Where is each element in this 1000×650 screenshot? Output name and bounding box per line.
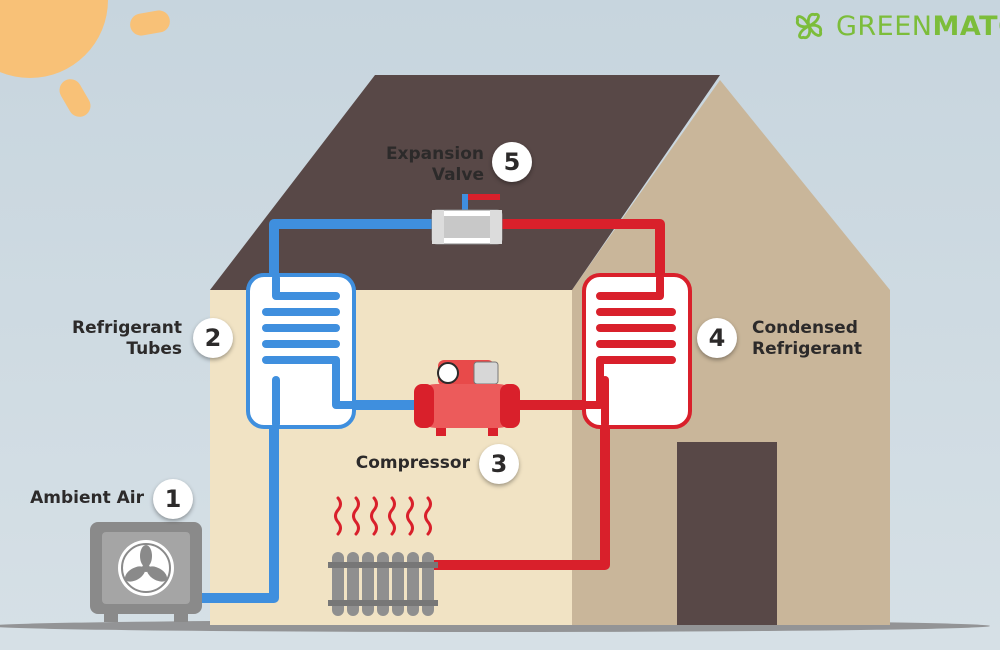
expansion-valve-icon — [431, 194, 503, 245]
heat-waves — [334, 496, 432, 536]
step-5-label: Expansion Valve — [360, 144, 484, 186]
step-1-badge: 1 — [153, 479, 193, 519]
refrigerant-tubes-unit — [246, 273, 356, 429]
cold-refrigerant-pipe — [195, 219, 445, 603]
step-5-badge: 5 — [492, 142, 532, 182]
step-5-label-line2: Valve — [431, 165, 484, 185]
step-2-label: Refrigerant Tubes — [30, 318, 182, 360]
step-1-label: Ambient Air — [30, 488, 144, 508]
radiator-icon — [328, 552, 438, 616]
step-2-badge: 2 — [193, 318, 233, 358]
greenmatch-logo: GREENMATC — [790, 6, 1000, 46]
compressor-icon — [414, 360, 520, 436]
brand-name-light: GREEN — [836, 10, 933, 42]
step-4-label-line2: Refrigerant — [752, 339, 863, 359]
clover-logo-icon — [795, 12, 823, 40]
condenser-unit — [581, 273, 692, 429]
step-3-label: Compressor — [355, 453, 470, 473]
brand-wordmark: GREENMATC — [836, 11, 1000, 42]
house-door — [677, 442, 777, 625]
step-2-label-line2: Tubes — [126, 339, 182, 359]
house-roof — [210, 75, 720, 290]
step-4-badge: 4 — [697, 318, 737, 358]
step-5-label-line1: Expansion — [385, 144, 484, 164]
step-4-label: Condensed Refrigerant — [752, 318, 912, 360]
ambient-air-unit-icon — [90, 522, 202, 622]
step-4-label-line1: Condensed — [752, 318, 858, 338]
step-2-label-line1: Refrigerant — [71, 318, 182, 338]
brand-name-bold: MATC — [932, 10, 1000, 42]
hot-refrigerant-pipe — [427, 219, 665, 570]
step-3-badge: 3 — [479, 444, 519, 484]
sun-icon — [0, 0, 170, 117]
